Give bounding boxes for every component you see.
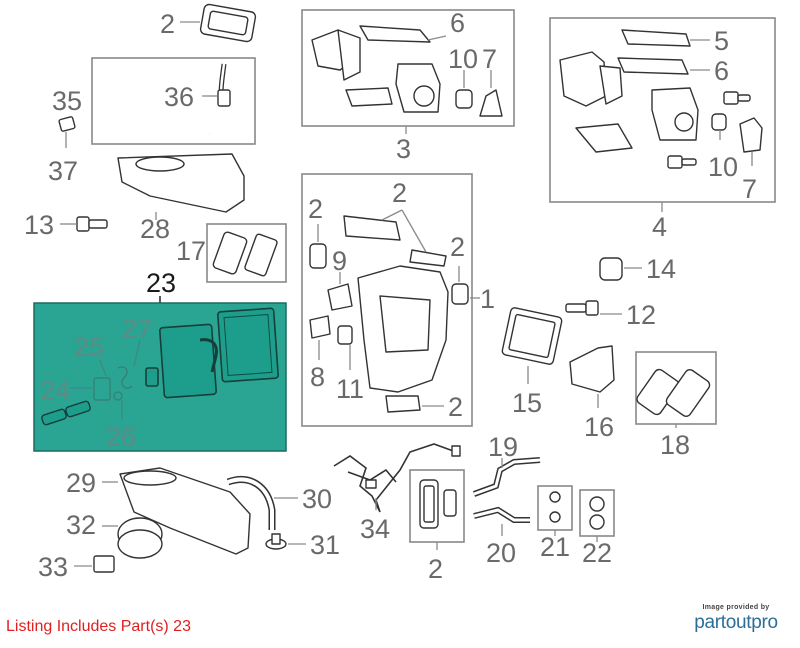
part-16-duct — [569, 345, 615, 408]
callout-6-right: 6 — [714, 56, 729, 86]
part-2-bottom-seals — [419, 479, 457, 529]
part-7-bracket — [739, 117, 763, 166]
callout-34: 34 — [360, 514, 390, 544]
part-12-bolt — [565, 300, 622, 316]
part-10-knob-top — [455, 70, 473, 109]
part-22-gasket — [589, 496, 605, 530]
callout-33: 33 — [38, 552, 68, 582]
logo-caption: Image provided by — [702, 604, 770, 611]
part-7-top — [479, 70, 503, 117]
part-31-grommet — [265, 533, 306, 550]
callout-28: 28 — [140, 214, 170, 244]
callout-14: 14 — [646, 254, 676, 284]
callout-25: 25 — [74, 332, 104, 362]
part-18-seals — [636, 368, 711, 417]
part-14-cap — [599, 257, 642, 281]
callout-3: 3 — [396, 134, 411, 164]
part-13-bolt — [60, 216, 108, 232]
callout-12: 12 — [626, 300, 656, 330]
group-box-1 — [301, 173, 473, 427]
part-20-pipe — [473, 506, 530, 536]
callout-35: 35 — [52, 86, 82, 116]
part-23-evaporator-core — [145, 307, 279, 399]
part-37-clip — [58, 116, 76, 148]
part-21-gasket — [549, 491, 561, 523]
callout-5: 5 — [714, 26, 729, 56]
part-10-knob — [711, 113, 727, 140]
callout-37: 37 — [48, 156, 78, 186]
callout-20: 20 — [486, 538, 516, 568]
part-15-filter — [501, 307, 563, 384]
callout-10-right: 10 — [708, 152, 738, 182]
callout-2-bottom: 2 — [448, 392, 463, 422]
callout-18: 18 — [660, 430, 690, 460]
callout-2-lower: 2 — [428, 554, 443, 584]
part-19-pipe — [472, 457, 541, 497]
part-29-blower-housing — [102, 467, 251, 555]
callout-16: 16 — [584, 412, 614, 442]
part-30-drain-hose — [226, 476, 298, 530]
part-4-bolts — [667, 91, 751, 169]
part-17-seals — [212, 231, 278, 277]
part-34-harness — [333, 443, 461, 513]
callout-2-right: 2 — [450, 232, 465, 262]
callout-7-right: 7 — [742, 174, 757, 204]
callout-19: 19 — [488, 432, 518, 462]
part-2-top-seal — [180, 3, 257, 43]
callout-1: 1 — [480, 284, 495, 314]
callout-24: 24 — [40, 376, 70, 406]
callout-31: 31 — [310, 530, 340, 560]
callout-17: 17 — [176, 236, 206, 266]
part-35-hose — [99, 63, 227, 135]
callout-13: 13 — [24, 210, 54, 240]
callout-22: 22 — [582, 538, 612, 568]
callout-4: 4 — [652, 212, 667, 242]
callout-36: 36 — [164, 82, 194, 112]
callout-32: 32 — [66, 510, 96, 540]
group-box-3 — [301, 9, 515, 127]
group-box-17 — [206, 223, 287, 283]
group-box-35-36 — [91, 57, 256, 145]
part-33-resistor — [74, 555, 115, 573]
partoutpro-logo[interactable]: Image provided by partoutpro — [680, 604, 792, 634]
callout-23: 23 — [146, 268, 176, 298]
callout-2-left: 2 — [308, 194, 323, 224]
part-3-assembly — [311, 25, 447, 113]
callout-2-center: 2 — [392, 178, 407, 208]
callout-15: 15 — [512, 388, 542, 418]
callout-6-top: 6 — [450, 8, 465, 38]
callout-21: 21 — [540, 532, 570, 562]
part-36-valve — [202, 89, 231, 107]
callout-10-top: 10 — [448, 44, 478, 74]
callout-8: 8 — [310, 362, 325, 392]
part-28-console — [117, 153, 245, 220]
logo-brand: partoutpro — [694, 612, 778, 633]
listing-note: Listing Includes Part(s) 23 — [6, 618, 191, 635]
part-32-blower-motor — [102, 517, 163, 559]
callout-2-top: 2 — [160, 9, 175, 39]
callout-11: 11 — [336, 374, 364, 404]
callout-7-top: 7 — [482, 44, 497, 74]
callout-29: 29 — [66, 468, 96, 498]
part-23-subparts — [41, 339, 141, 426]
callout-9: 9 — [332, 246, 347, 276]
callout-30: 30 — [302, 484, 332, 514]
callout-27: 27 — [122, 314, 152, 344]
callout-26: 26 — [106, 422, 136, 452]
part-4-assembly — [559, 29, 710, 153]
part-1-housing — [309, 209, 480, 413]
